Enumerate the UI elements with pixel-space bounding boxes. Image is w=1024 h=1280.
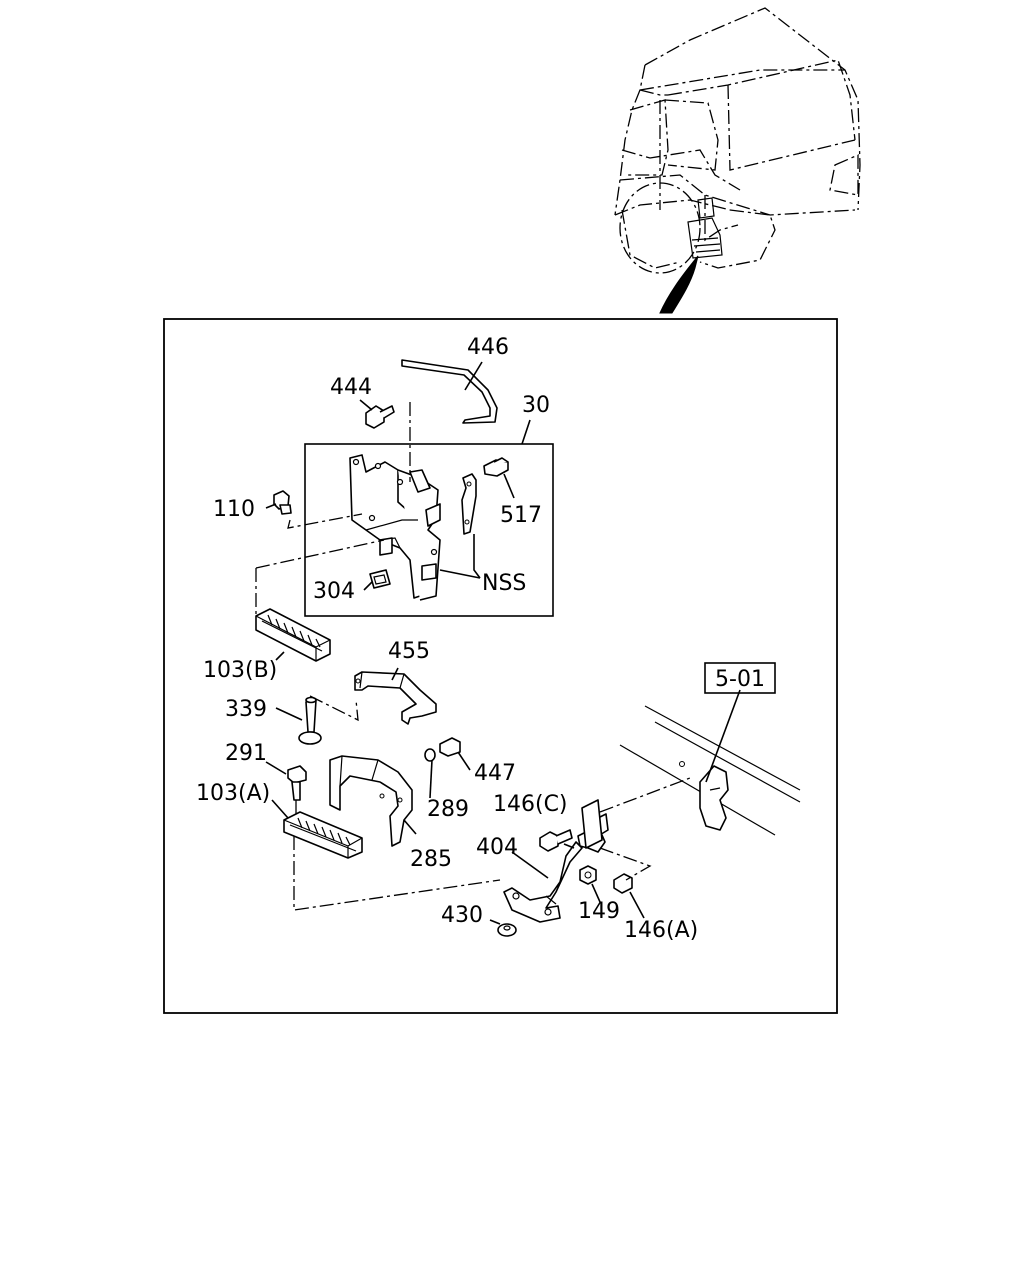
part-110-bolt [273,490,292,515]
truck-cab-overview [614,7,861,314]
label-291: 291 [225,741,267,766]
reference-label: 5-01 [715,667,765,692]
part-455-bracket [354,671,437,725]
part-304-clip [369,569,391,589]
label-103a: 103(A) [196,781,270,806]
label-404: 404 [476,835,518,860]
label-149: 149 [578,899,620,924]
label-146c: 146(C) [493,792,568,817]
part-285-bracket [329,755,413,847]
part-339-pin [298,696,322,745]
part-149-nut [579,865,597,885]
part-30-bracket-assembly [349,454,477,601]
part-446-rod [401,359,498,424]
part-labels: 446 444 30 110 517 304 NSS 103(B) 455 33… [196,335,698,943]
part-103b-step-tread [255,608,331,662]
part-404-support-arm [503,799,609,923]
label-517: 517 [500,503,542,528]
reference-callout-5-01[interactable]: 5-01 [704,662,776,694]
label-285: 285 [410,847,452,872]
part-430-nut [497,923,517,937]
subassembly-30-box [304,443,554,617]
part-146a-bolt [613,873,633,894]
leader-lines [255,361,741,925]
label-nss: NSS [482,571,526,596]
label-444: 444 [330,375,372,400]
label-455: 455 [388,639,430,664]
part-447-bolt [424,737,461,762]
part-444-bolt [365,405,395,429]
label-110: 110 [213,497,255,522]
part-517-bolt [483,457,509,477]
part-103a-step-tread [283,811,363,859]
label-30: 30 [522,393,550,418]
detail-frame [163,318,838,1014]
label-447: 447 [474,761,516,786]
label-146a: 146(A) [624,918,698,943]
chassis-frame [619,705,801,836]
part-291-bolt [287,765,307,801]
label-430: 430 [441,903,483,928]
label-103b: 103(B) [203,658,277,683]
label-304: 304 [313,579,355,604]
label-289: 289 [427,797,469,822]
part-146c-bolt [539,829,573,852]
label-339: 339 [225,697,267,722]
label-446: 446 [467,335,509,360]
